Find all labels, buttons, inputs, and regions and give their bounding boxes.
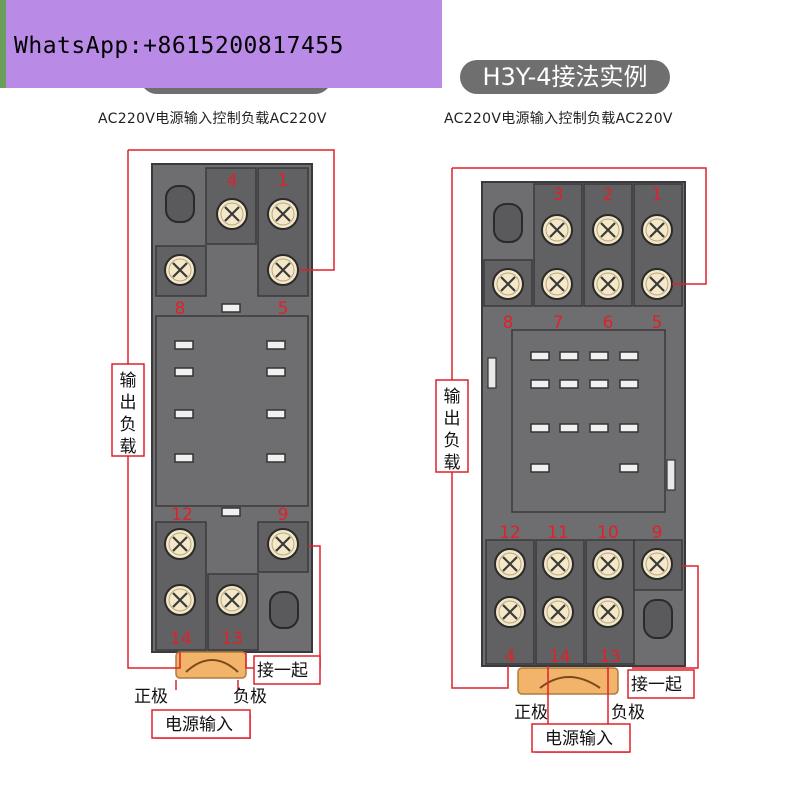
right-subtitle: AC220V电源输入控制负载AC220V bbox=[444, 111, 673, 127]
terminal-number: 12 bbox=[499, 523, 521, 543]
terminal-number: 11 bbox=[547, 523, 569, 543]
terminal-number: 6 bbox=[603, 313, 614, 333]
screw-9 bbox=[266, 527, 300, 561]
left-relay-base bbox=[151, 163, 313, 679]
screw-4 bbox=[215, 197, 249, 231]
right-wires bbox=[435, 167, 707, 753]
terminal-number: 5 bbox=[278, 299, 289, 319]
terminal-number: 9 bbox=[278, 505, 289, 525]
output-load-char-2: 出 bbox=[120, 393, 137, 413]
screw-13 bbox=[215, 583, 249, 617]
negative-label: 负极 bbox=[611, 703, 645, 723]
left-subtitle: AC220V电源输入控制负载AC220V bbox=[98, 111, 327, 127]
screw-12 bbox=[493, 547, 527, 581]
output-load-char-3: 负 bbox=[120, 415, 137, 435]
screw-3 bbox=[540, 213, 574, 247]
screw-10 bbox=[591, 547, 625, 581]
screw-12 bbox=[163, 527, 197, 561]
terminal-number: 1 bbox=[652, 185, 663, 205]
screw-14 bbox=[541, 595, 575, 629]
screw-4 bbox=[493, 595, 527, 629]
right-labels: 接一起 正极 负极 电源输入 输 出 负 载 bbox=[444, 387, 683, 749]
screw-6 bbox=[591, 267, 625, 301]
output-load-char-4: 载 bbox=[120, 437, 137, 457]
screw-11 bbox=[541, 547, 575, 581]
output-load-char-3: 负 bbox=[444, 431, 461, 451]
output-load-char-2: 出 bbox=[444, 409, 461, 429]
right-terminal-numbers: 3 2 1 8 7 6 5 12 11 10 9 4 14 13 bbox=[499, 185, 662, 667]
terminal-number: 3 bbox=[553, 185, 564, 205]
banner-accent-bar bbox=[0, 0, 6, 88]
terminal-number: 14 bbox=[549, 647, 571, 667]
screw-2 bbox=[591, 213, 625, 247]
watermark-banner: WhatsApp:+8615200817455 bbox=[0, 0, 442, 88]
screw-8 bbox=[491, 267, 525, 301]
terminal-number: 1 bbox=[278, 171, 289, 191]
terminal-number: 10 bbox=[597, 523, 619, 543]
terminal-number: 13 bbox=[599, 647, 621, 667]
screw-5 bbox=[640, 267, 674, 301]
screw-8 bbox=[163, 253, 197, 287]
terminal-number: 8 bbox=[503, 313, 514, 333]
connect-together-label: 接一起 bbox=[257, 661, 308, 681]
positive-label: 正极 bbox=[134, 687, 168, 707]
terminal-number: 12 bbox=[171, 505, 193, 525]
positive-label: 正极 bbox=[514, 703, 548, 723]
output-load-char-1: 输 bbox=[444, 387, 461, 407]
left-terminal-numbers: 4 1 8 5 12 9 14 13 bbox=[170, 171, 288, 649]
terminal-number: 8 bbox=[175, 299, 186, 319]
output-load-char-4: 载 bbox=[444, 453, 461, 473]
screw-13 bbox=[591, 595, 625, 629]
right-title: H3Y-4接法实例 bbox=[460, 60, 670, 94]
screw-7 bbox=[540, 267, 574, 301]
negative-label: 负极 bbox=[233, 687, 267, 707]
terminal-number: 13 bbox=[221, 629, 243, 649]
connect-together-label: 接一起 bbox=[631, 675, 682, 695]
power-input-label: 电源输入 bbox=[545, 729, 613, 749]
left-wires bbox=[111, 149, 335, 739]
screw-5 bbox=[266, 253, 300, 287]
screw-9 bbox=[640, 547, 674, 581]
terminal-number: 4 bbox=[505, 647, 516, 667]
output-load-char-1: 输 bbox=[120, 371, 137, 391]
terminal-number: 5 bbox=[652, 313, 663, 333]
terminal-number: 14 bbox=[170, 629, 192, 649]
screw-14 bbox=[163, 583, 197, 617]
right-relay-base bbox=[481, 181, 686, 695]
left-labels: 接一起 正极 负极 电源输入 输 出 负 载 bbox=[120, 371, 309, 735]
power-input-label: 电源输入 bbox=[165, 715, 233, 735]
screw-1 bbox=[266, 197, 300, 231]
terminal-number: 7 bbox=[553, 313, 564, 333]
screw-1 bbox=[640, 213, 674, 247]
watermark-text: WhatsApp:+8615200817455 bbox=[14, 33, 344, 59]
terminal-number: 4 bbox=[227, 171, 238, 191]
terminal-number: 2 bbox=[603, 185, 614, 205]
terminal-number: 9 bbox=[652, 523, 663, 543]
